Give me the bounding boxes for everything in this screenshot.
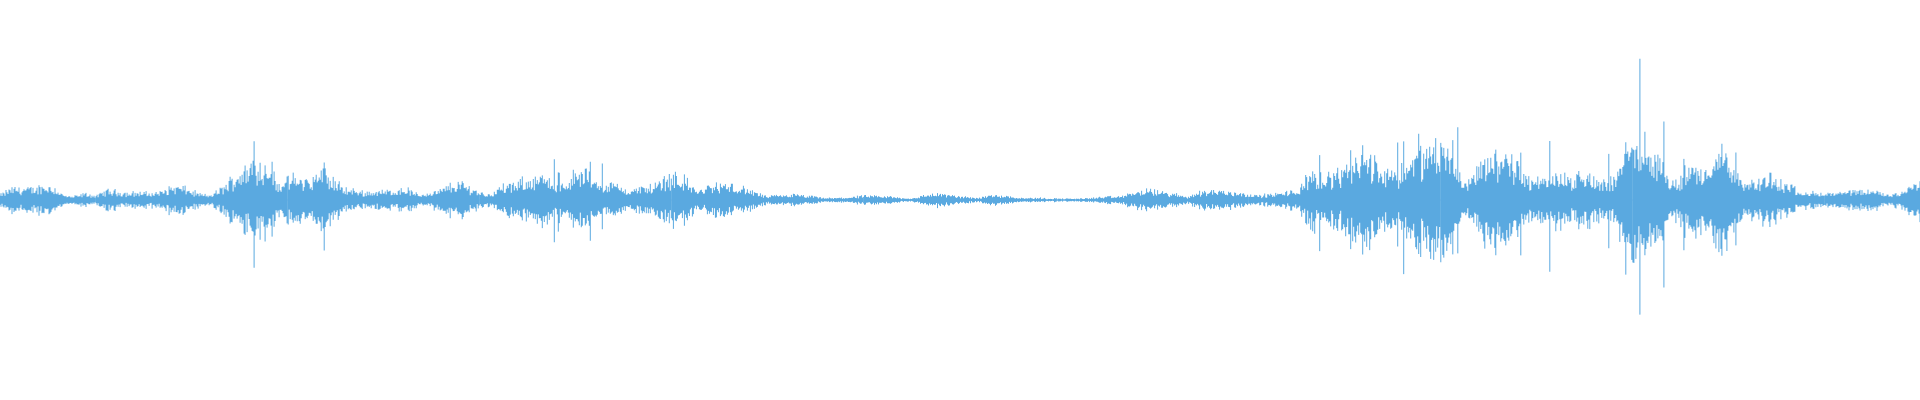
waveform-trace — [0, 58, 1920, 315]
